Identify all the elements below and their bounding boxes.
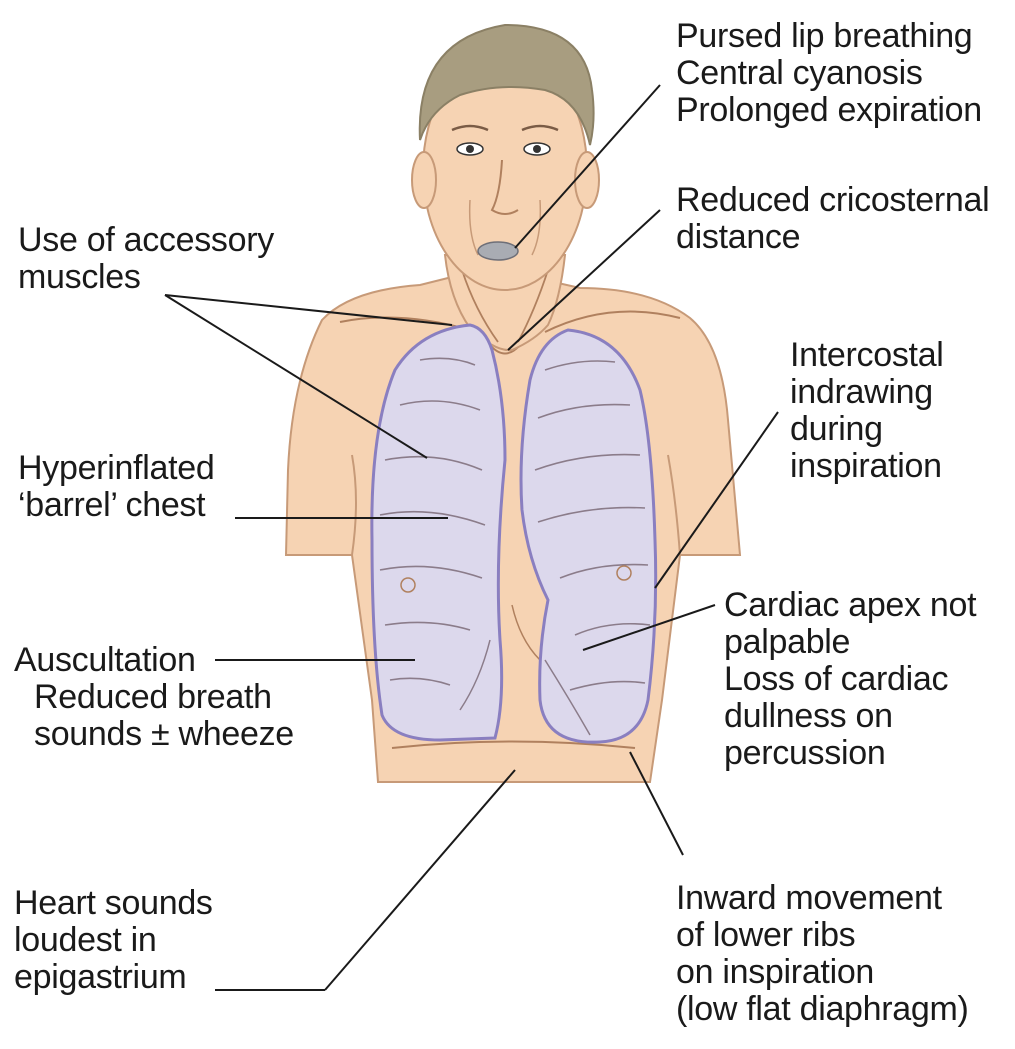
left-pupil bbox=[466, 145, 474, 153]
face-signs-line-3: Prolonged expiration bbox=[676, 92, 982, 129]
leader-heart-sounds-diagonal bbox=[325, 770, 515, 990]
heart-sounds-line-3: epigastrium bbox=[14, 959, 213, 996]
cardiac-apex-line-1: Cardiac apex not bbox=[724, 587, 976, 624]
face-signs-line-2: Central cyanosis bbox=[676, 55, 982, 92]
auscultation-line-2: Reduced breath bbox=[14, 679, 294, 716]
heart-sounds-line-1: Heart sounds bbox=[14, 885, 213, 922]
leader-lower-ribs bbox=[630, 752, 683, 855]
accessory-muscles-line-1: Use of accessory bbox=[18, 222, 274, 259]
cricosternal-label: Reduced cricosternal distance bbox=[676, 182, 989, 256]
intercostal-line-3: during bbox=[790, 411, 944, 448]
left-ear bbox=[412, 152, 436, 208]
heart-sounds-line-2: loudest in bbox=[14, 922, 213, 959]
intercostal-line-2: indrawing bbox=[790, 374, 944, 411]
accessory-muscles-line-2: muscles bbox=[18, 259, 274, 296]
cardiac-apex-line-4: dullness on bbox=[724, 698, 976, 735]
intercostal-label: Intercostal indrawing during inspiration bbox=[790, 337, 944, 485]
lower-ribs-line-4: (low flat diaphragm) bbox=[676, 991, 969, 1028]
intercostal-line-1: Intercostal bbox=[790, 337, 944, 374]
intercostal-line-4: inspiration bbox=[790, 448, 944, 485]
barrel-chest-line-1: Hyperinflated bbox=[18, 450, 214, 487]
lower-ribs-line-2: of lower ribs bbox=[676, 917, 969, 954]
lower-ribs-line-3: on inspiration bbox=[676, 954, 969, 991]
auscultation-label: Auscultation Reduced breath sounds ± whe… bbox=[14, 642, 294, 753]
auscultation-line-3: sounds ± wheeze bbox=[14, 716, 294, 753]
cricosternal-line-2: distance bbox=[676, 219, 989, 256]
left-lung bbox=[372, 325, 505, 740]
cardiac-apex-line-3: Loss of cardiac bbox=[724, 661, 976, 698]
lower-ribs-line-1: Inward movement bbox=[676, 880, 969, 917]
auscultation-line-1: Auscultation bbox=[14, 642, 294, 679]
face-signs-label: Pursed lip breathing Central cyanosis Pr… bbox=[676, 18, 982, 129]
right-ear bbox=[575, 152, 599, 208]
head bbox=[412, 25, 599, 290]
barrel-chest-line-2: ‘barrel’ chest bbox=[18, 487, 214, 524]
face-signs-line-1: Pursed lip breathing bbox=[676, 18, 982, 55]
right-lung bbox=[521, 330, 656, 742]
cardiac-apex-label: Cardiac apex not palpable Loss of cardia… bbox=[724, 587, 976, 772]
pursed-lips bbox=[478, 242, 518, 260]
heart-sounds-label: Heart sounds loudest in epigastrium bbox=[14, 885, 213, 996]
lower-ribs-label: Inward movement of lower ribs on inspira… bbox=[676, 880, 969, 1028]
cardiac-apex-line-2: palpable bbox=[724, 624, 976, 661]
cricosternal-line-1: Reduced cricosternal bbox=[676, 182, 989, 219]
cardiac-apex-line-5: percussion bbox=[724, 735, 976, 772]
accessory-muscles-label: Use of accessory muscles bbox=[18, 222, 274, 296]
right-pupil bbox=[533, 145, 541, 153]
barrel-chest-label: Hyperinflated ‘barrel’ chest bbox=[18, 450, 214, 524]
torso bbox=[286, 275, 740, 782]
